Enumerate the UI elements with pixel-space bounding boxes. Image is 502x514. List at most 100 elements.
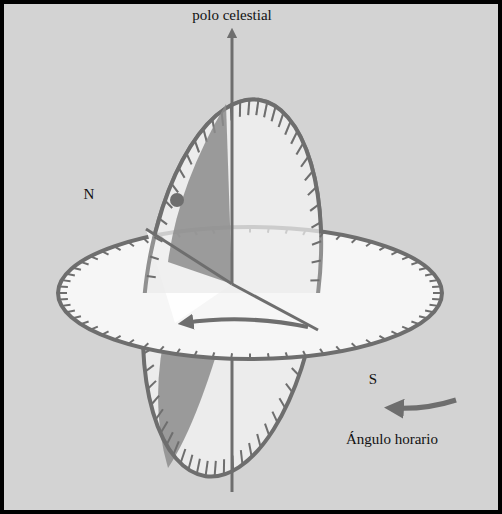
tick-mark [308, 187, 316, 195]
tick-mark [292, 368, 299, 375]
tick-mark [114, 246, 120, 250]
tick-mark [419, 268, 427, 270]
tick-mark [433, 292, 442, 294]
tick-mark [114, 336, 120, 340]
tick-mark [161, 421, 168, 433]
tick-mark [58, 292, 67, 294]
tick-mark [197, 459, 200, 474]
hour-angle-legend-arrow [392, 400, 456, 408]
north-label: N [84, 185, 95, 203]
tick-mark [230, 353, 233, 358]
tick-mark [301, 156, 309, 167]
tick-mark [145, 365, 154, 372]
tick-mark [194, 351, 197, 356]
tick-mark [267, 353, 270, 358]
tick-mark [312, 222, 321, 227]
tick-mark [249, 354, 251, 359]
tick-mark [167, 432, 173, 445]
tick-mark [336, 235, 340, 240]
tick-mark [366, 340, 372, 344]
tick-mark [379, 246, 385, 250]
tick-mark [249, 443, 252, 457]
tick-mark [90, 327, 97, 330]
north-line [146, 229, 232, 284]
tick-mark [366, 242, 372, 246]
tick-mark [213, 352, 215, 357]
hour-angle-arrow [184, 319, 308, 327]
tick-mark [257, 434, 260, 447]
tick-mark [147, 276, 156, 277]
tick-mark [303, 351, 306, 356]
tick-mark [391, 331, 398, 334]
tick-mark [272, 106, 276, 121]
pole-label: polo celestial [192, 6, 272, 24]
tick-mark [231, 456, 234, 471]
tick-mark [336, 346, 340, 351]
tick-mark [239, 101, 241, 116]
tick-mark [102, 251, 109, 254]
tick-mark [203, 129, 206, 142]
tick-mark [286, 384, 293, 393]
tick-mark [310, 279, 319, 281]
tick-mark [59, 298, 68, 301]
tick-mark [62, 305, 71, 306]
tick-mark [432, 298, 441, 301]
tick-mark [352, 238, 357, 243]
tick-mark [188, 455, 192, 470]
tick-mark [286, 352, 288, 357]
tick-mark [81, 262, 89, 265]
star-dot [170, 193, 184, 207]
celestial-axis-upper [231, 32, 234, 284]
shaded-plane-upper [168, 104, 232, 284]
tick-mark [312, 241, 321, 245]
tick-mark [66, 311, 75, 313]
tick-mark [59, 286, 68, 289]
tick-mark [419, 316, 427, 318]
tick-mark [411, 262, 419, 265]
tick-mark [272, 412, 277, 423]
tick-mark [177, 349, 180, 354]
tick-mark [402, 256, 409, 259]
tick-mark [215, 461, 216, 476]
south-label: S [369, 370, 377, 388]
tick-mark [310, 204, 319, 211]
tick-mark [155, 409, 163, 420]
tick-mark [73, 268, 81, 270]
tick-mark [173, 441, 179, 455]
tick-mark [429, 305, 438, 306]
tick-mark [195, 140, 199, 152]
hour-angle-label: Ángulo horario [346, 430, 438, 448]
tick-mark [159, 218, 167, 224]
tick-mark [223, 459, 225, 474]
tick-mark [279, 398, 285, 408]
tick-mark [143, 343, 148, 348]
tick-mark [379, 336, 385, 340]
tick-mark [279, 113, 284, 127]
tick-mark [391, 251, 398, 254]
tick-mark [425, 274, 434, 276]
tick-mark [241, 450, 243, 465]
tick-mark [429, 280, 438, 281]
tick-mark [248, 100, 249, 115]
tick-mark [256, 100, 258, 115]
tick-mark [148, 381, 156, 389]
tick-mark [81, 322, 89, 325]
tick-mark [159, 346, 163, 351]
tick-mark [291, 131, 297, 144]
tick-mark [73, 316, 81, 318]
tick-mark [90, 256, 97, 259]
tick-mark [239, 101, 241, 116]
tick-mark [62, 280, 71, 281]
tick-mark [147, 276, 156, 277]
tick-mark [171, 184, 178, 193]
tick-mark [265, 424, 269, 436]
tick-mark [296, 143, 303, 155]
tick-mark [128, 242, 134, 246]
tick-mark [402, 327, 409, 330]
tick-mark [150, 256, 159, 259]
tick-mark [285, 121, 291, 135]
tick-mark [248, 100, 249, 115]
tick-mark [312, 261, 321, 263]
tick-mark [181, 449, 186, 463]
tick-mark [206, 461, 208, 476]
